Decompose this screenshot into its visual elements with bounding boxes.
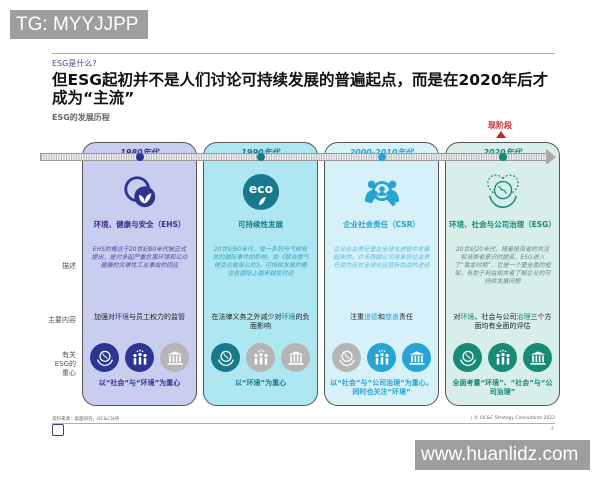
timeline-arrow-icon xyxy=(546,149,556,165)
timeline-dot xyxy=(499,153,507,161)
people-group-icon xyxy=(125,343,154,372)
institution-building-icon xyxy=(160,343,189,372)
era-main-content: 加强对环境与员工权力的监管 xyxy=(89,313,190,322)
copyright: | © OC&C Strategy Consultants 2022 xyxy=(471,416,555,421)
focus-caption: 全面考量“环境”、“社会”与“公司治理” xyxy=(452,379,553,396)
main-text-part: 环境 xyxy=(460,313,475,321)
era-main-content: 在法律义务之外减少对环境的负面影响 xyxy=(210,313,311,331)
watermark-top-left: TG: MYYJJPP xyxy=(10,10,148,39)
main-text-part: 注重 xyxy=(350,313,364,321)
top-divider xyxy=(52,53,555,54)
era-description: EHS的概念于20世纪80年代被正式提出，是对多起严重危害环境和公众健康的灾难性… xyxy=(91,246,188,269)
era-main-content: 注重道德和慈善责任 xyxy=(331,313,432,322)
main-text-part: 环境 xyxy=(281,313,296,321)
era-label: 2000-2010年代 xyxy=(325,147,438,158)
main-text-part: 对 xyxy=(453,313,461,321)
era-card: 1990年代 eco 可持续性发展 20世纪90年代，受一系列与气候有关的国际事… xyxy=(203,142,318,406)
row-label-main: 主要内容 xyxy=(48,316,76,324)
source-note: 资料来源：桌面研究，OC&C分析 xyxy=(52,417,120,422)
row-label-desc: 描述 xyxy=(62,262,76,270)
company-logo xyxy=(52,424,64,436)
eco-leaf-icon: eco xyxy=(242,173,280,211)
main-text-part: 道德 xyxy=(364,313,378,321)
era-description: 20世纪20年代，随着投资者的关注和消费者意识的提高，ESG进入了“黄金时期”，… xyxy=(454,246,551,285)
era-concept-name: 环境、健康与安全（EHS） xyxy=(93,220,186,229)
focus-icons xyxy=(83,343,196,372)
focus-caption: 以“环境”为重心 xyxy=(234,379,287,387)
globe-in-hands-icon xyxy=(90,343,119,372)
focus-caption: 以“社会”与“公司治理”为重心，同时也关注“环境” xyxy=(330,379,433,396)
leaf-chat-icon xyxy=(121,173,159,211)
era-label: 1980年代 xyxy=(83,147,196,158)
focus-icons xyxy=(446,343,559,372)
era-card: 1980年代 环境、健康与安全（EHS） EHS的概念于20世纪80年代被正式提… xyxy=(82,142,197,406)
page-subtitle: ESG的发展历程 xyxy=(52,113,110,122)
timeline-dot xyxy=(136,153,144,161)
watermark-bottom-right: www.huanlidz.com xyxy=(415,440,590,470)
era-card: 2000-2010年代 企业社会责任（CSR） 企业社会责任是在全球化进程中发展… xyxy=(324,142,439,406)
globe-in-hands-icon xyxy=(211,343,240,372)
era-concept-name: 可持续性发展 xyxy=(238,220,283,229)
main-text-part: 治理 xyxy=(516,313,531,321)
era-concept-name: 企业社会责任（CSR） xyxy=(343,220,420,229)
era-concept-name: 环境、社会与公司治理（ESG） xyxy=(449,220,556,229)
era-main-content: 对环境、社会与公司治理三个方面均有全面的评估 xyxy=(452,313,553,331)
timeline-bar xyxy=(40,153,548,161)
people-group-icon xyxy=(246,343,275,372)
bottom-divider xyxy=(52,423,555,424)
timeline-dot xyxy=(257,153,265,161)
main-text-part: 环境 xyxy=(115,313,129,321)
current-stage-label: 现阶段 xyxy=(488,121,512,130)
globe-in-hands-icon xyxy=(332,343,361,372)
main-text-part: 、社会与公司 xyxy=(474,313,517,321)
era-label: 1990年代 xyxy=(204,147,317,158)
era-label: 2020年代 xyxy=(446,147,559,158)
main-text-part: 的负面影响 xyxy=(250,313,310,330)
era-card: 2020年代 环境、社会与公司治理（ESG） 20世纪20年代，随着投资者的关注… xyxy=(445,142,560,406)
people-group-icon xyxy=(488,343,517,372)
focus-icons xyxy=(325,343,438,372)
people-group-icon xyxy=(367,343,396,372)
main-text-part: 和 xyxy=(378,313,385,321)
svg-text:eco: eco xyxy=(249,182,273,196)
earth-hands-heart-icon xyxy=(484,173,522,211)
institution-building-icon xyxy=(523,343,552,372)
main-text-part: 在法律义务之外减少对 xyxy=(211,313,282,321)
people-search-icon xyxy=(363,173,401,211)
era-description: 20世纪90年代，受一系列与气候有关的国际事件的影响，如《联合国气候变化框架公约… xyxy=(212,246,309,277)
current-stage-marker-icon xyxy=(496,131,506,138)
institution-building-icon xyxy=(281,343,310,372)
era-description: 企业社会责任是在全球化进程中发展起来的，许多跨国公司将承担社会责任视为应对全球化… xyxy=(333,246,430,269)
main-text-part: 三个方面均有全面的评估 xyxy=(474,313,552,330)
page-number: 4 xyxy=(551,427,554,432)
main-text-part: 责任 xyxy=(399,313,413,321)
main-text-part: 加强对 xyxy=(94,313,115,321)
globe-in-hands-icon xyxy=(453,343,482,372)
section-kicker: ESG是什么? xyxy=(52,59,97,68)
focus-caption: 以“社会”与“环境”为重心 xyxy=(98,379,181,387)
main-text-part: 与员工权力的监管 xyxy=(129,313,185,321)
institution-building-icon xyxy=(402,343,431,372)
focus-icons xyxy=(204,343,317,372)
row-label-focus: 有关ESG的重心 xyxy=(54,351,76,377)
main-text-part: 慈善 xyxy=(385,313,399,321)
timeline-dot xyxy=(378,153,386,161)
page-title: 但ESG起初并不是人们讨论可持续发展的普遍起点，而是在2020年后才成为“主流” xyxy=(52,71,549,107)
